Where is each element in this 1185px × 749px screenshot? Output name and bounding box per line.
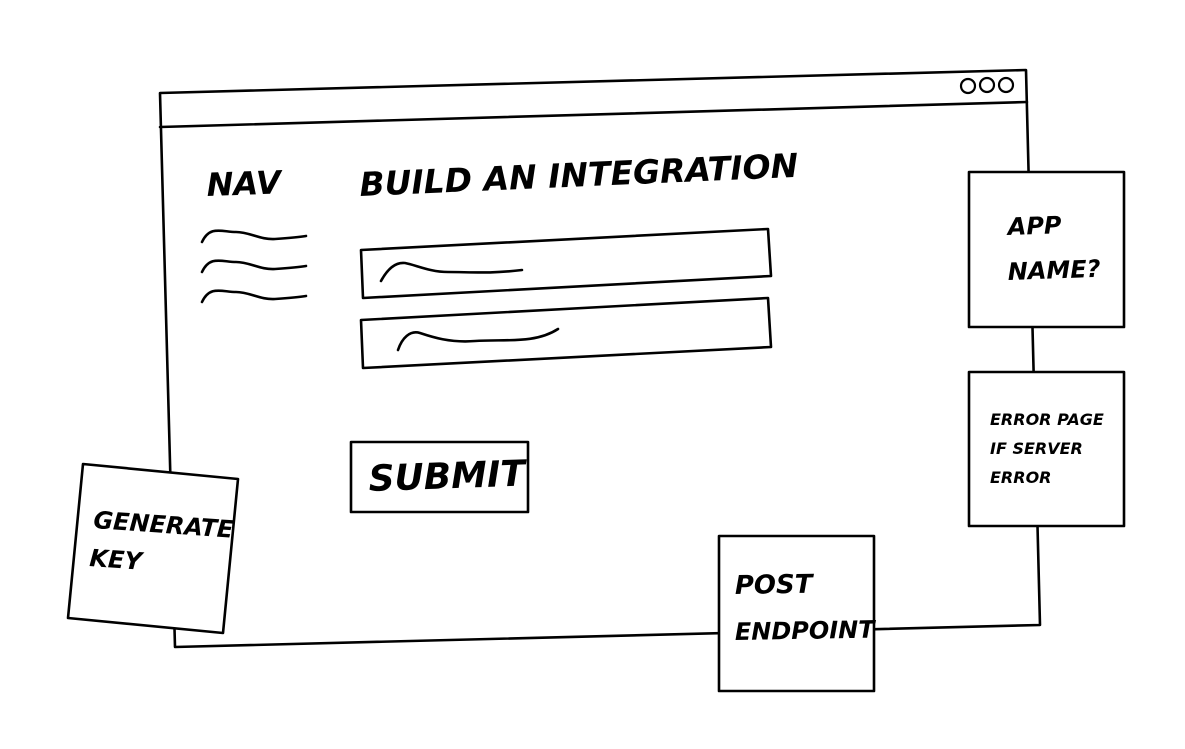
browser-window — [158, 68, 1042, 649]
note-app-name-line-2: name? — [1007, 255, 1101, 286]
page-title: Build an integration — [359, 146, 799, 204]
note-generate-key: Generate key — [66, 462, 240, 635]
window-control-circle-icon[interactable] — [997, 76, 1015, 94]
note-post-endpoint-line-2: Endpoint — [735, 616, 877, 646]
note-error-page-line-1: Error page — [990, 410, 1104, 429]
nav-item-scribble[interactable] — [200, 229, 308, 244]
window-control-circle-icon[interactable] — [959, 77, 977, 95]
nav-label: Nav — [206, 163, 284, 204]
input-field-2[interactable] — [359, 296, 773, 370]
submit-button-label: Submit — [368, 453, 528, 500]
note-error-page-line-2: if server — [990, 439, 1083, 458]
note-error-page: Error page if server error — [967, 370, 1126, 528]
note-app-name-line-1: App — [1005, 211, 1062, 241]
note-generate-key-line-2: key — [89, 544, 146, 576]
input-field-1[interactable] — [359, 227, 773, 300]
note-post-endpoint: post Endpoint — [717, 534, 877, 693]
note-post-endpoint-line-1: post — [735, 570, 815, 601]
note-app-name: App name? — [967, 170, 1126, 329]
submit-button[interactable]: Submit — [349, 440, 530, 514]
note-error-page-line-3: error — [990, 468, 1052, 487]
nav-item-scribble[interactable] — [200, 259, 308, 274]
nav-section: Nav — [200, 163, 308, 304]
window-control-circle-icon[interactable] — [978, 76, 996, 94]
nav-item-scribble[interactable] — [200, 289, 308, 304]
